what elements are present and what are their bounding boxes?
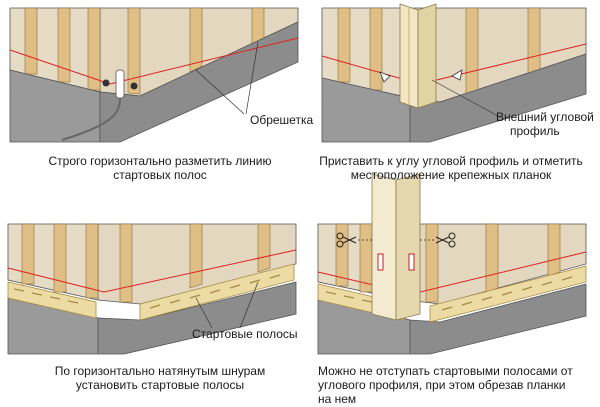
panel-1-water-level bbox=[115, 69, 125, 99]
panel-4-caption: Можно не отступать стартовыми полосами о… bbox=[318, 364, 598, 406]
panel-4-illustration bbox=[317, 173, 587, 355]
panel-1-illustration bbox=[9, 7, 299, 143]
panel-1-caption: Строго горизонтально разметить линию ста… bbox=[20, 154, 300, 182]
caption-line: стартовых полос bbox=[113, 168, 207, 182]
panel-4-batten bbox=[425, 223, 439, 303]
panel-2-caption: Приставить к углу угловой профиль и отме… bbox=[306, 154, 596, 182]
panel-1-hose bbox=[61, 97, 121, 141]
panel-4-cut-slot bbox=[377, 253, 384, 271]
panel-2-illustration bbox=[321, 3, 587, 143]
caption-line: По горизонтально натянутым шнурам bbox=[54, 364, 266, 378]
panel-4-batten bbox=[335, 223, 349, 287]
label-line: Внешний угловой bbox=[496, 110, 594, 124]
panel-2-batten bbox=[465, 7, 479, 97]
panel-4-corner-profile bbox=[371, 173, 397, 321]
panel-3-batten bbox=[53, 223, 67, 293]
panel-3-chalk-line bbox=[7, 249, 297, 293]
panel-4-batten bbox=[547, 223, 561, 277]
panel-1-chalk-line bbox=[9, 37, 299, 85]
panel-2-base-right bbox=[409, 53, 587, 143]
battens-label: Обрешетка bbox=[250, 113, 314, 127]
scissors-icon bbox=[435, 232, 456, 248]
corner-profile-label: Внешний угловой профиль bbox=[496, 110, 594, 138]
panel-3-batten bbox=[21, 223, 35, 285]
panel-1-batten bbox=[57, 7, 71, 83]
panel-2-clip-mark bbox=[379, 71, 391, 83]
panel-3-starter-strip-left bbox=[7, 281, 97, 319]
panel-3-batten bbox=[257, 223, 271, 273]
panel-1-base-right bbox=[99, 21, 299, 143]
panel-1-nail bbox=[102, 79, 110, 87]
panel-2-corner-profile-side bbox=[417, 3, 437, 109]
panel-1-leader bbox=[245, 41, 259, 115]
starter-strips-label: Стартовые полосы bbox=[192, 327, 298, 341]
panel-2-batten bbox=[337, 7, 351, 83]
panel-3-batten bbox=[85, 223, 99, 299]
panel-2-batten bbox=[527, 7, 541, 77]
panel-3-batten bbox=[189, 223, 203, 289]
panel-3-strip-slots bbox=[13, 274, 281, 309]
panel-3-caption: По горизонтально натянутым шнурам устано… bbox=[20, 364, 300, 392]
panel-4-base-right bbox=[409, 283, 587, 355]
panel-2-batten bbox=[369, 7, 383, 91]
panel-3-batten bbox=[119, 223, 133, 303]
panel-1-leader bbox=[195, 69, 245, 115]
panel-1-nail bbox=[130, 82, 138, 90]
panel-3-starter-strip-right bbox=[139, 263, 295, 321]
caption-line: установить стартовые полосы bbox=[75, 378, 245, 392]
caption-line: Строго горизонтально разметить линию bbox=[48, 154, 272, 168]
caption-line: Можно не отступать стартовыми полосами о… bbox=[318, 364, 573, 378]
panel-4-starter-strip-right bbox=[429, 265, 587, 323]
panel-1-batten bbox=[87, 7, 101, 91]
panel-2-clip-mark bbox=[451, 69, 463, 81]
scissors-icon bbox=[336, 232, 357, 248]
caption-line: на нем bbox=[318, 392, 357, 406]
panel-3-leader bbox=[239, 281, 259, 329]
panel-4-cut-slot bbox=[408, 253, 415, 271]
panel-4-batten bbox=[485, 223, 499, 293]
panel-3-illustration bbox=[7, 223, 297, 355]
panel-3-leader bbox=[195, 297, 213, 329]
caption-line: Приставить к углу угловой профиль и отме… bbox=[319, 154, 583, 168]
panel-1-batten bbox=[127, 7, 141, 95]
label-line: профиль bbox=[510, 124, 560, 138]
caption-line: местоположение крепежных планок bbox=[350, 168, 552, 182]
caption-line: углового профиля, при этом обрезав планк… bbox=[318, 378, 566, 392]
panel-4-corner-profile-side bbox=[395, 173, 421, 321]
panel-1-batten bbox=[189, 7, 203, 73]
panel-1-batten bbox=[24, 7, 38, 75]
panel-2-leader bbox=[431, 79, 499, 117]
